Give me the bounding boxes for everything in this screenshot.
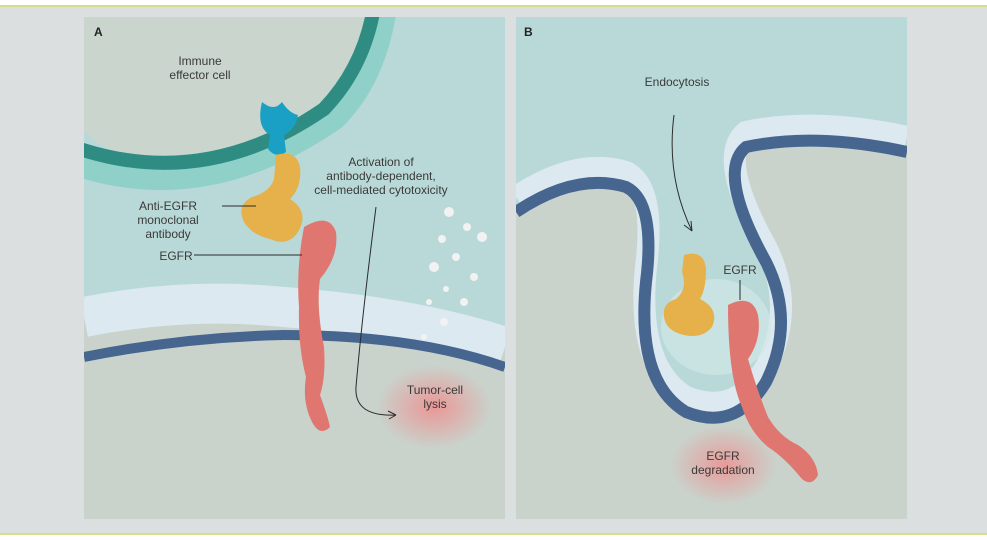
activation-arrowhead <box>387 410 397 420</box>
panel-b: B Endocytosis EGFR EGFR degradation <box>516 17 907 519</box>
lysis-label: Tumor-cell lysis <box>406 383 464 411</box>
tumor-cell-membrane <box>84 329 505 372</box>
egfr-receptor <box>298 220 337 431</box>
degradation-glow <box>670 425 778 505</box>
anti-egfr-antibody <box>241 153 303 242</box>
panel-a-letter: A <box>94 25 103 39</box>
immune-cell-membrane <box>84 17 380 170</box>
egfr-label-b: EGFR <box>723 263 757 277</box>
panel-a: A Immune effector cell Activation of ant… <box>84 17 505 519</box>
tumor-membrane-b <box>516 134 907 424</box>
anti-egfr-antibody-b <box>663 253 715 336</box>
tumor-cytoplasm-b <box>516 135 907 519</box>
panel-b-illustration <box>516 17 907 519</box>
activation-arrow <box>355 206 397 416</box>
endocytosis-label: Endocytosis <box>644 75 710 89</box>
top-frame-line <box>0 5 987 7</box>
endocytosis-arrow <box>671 114 693 232</box>
activation-label: Activation of antibody-dependent, cell-m… <box>314 155 448 197</box>
lysis-glow <box>376 365 492 449</box>
immune-cell-outer-membrane <box>84 17 396 190</box>
endocytosis-arrowhead <box>683 220 693 232</box>
egfr-label-a: EGFR <box>159 249 193 263</box>
bottom-frame-line <box>0 533 987 535</box>
immune-cell-label: Immune effector cell <box>169 54 231 82</box>
tumor-cell-cytoplasm <box>84 303 505 519</box>
egfr-receptor-b <box>728 300 818 483</box>
tumor-membrane-outer <box>84 283 505 366</box>
cell-debris <box>421 207 487 340</box>
panel-a-illustration <box>84 17 505 519</box>
antibody-label: Anti-EGFR monoclonal antibody <box>137 199 199 241</box>
panel-b-letter: B <box>524 25 533 39</box>
degradation-label: EGFR degradation <box>691 449 755 477</box>
fc-receptor <box>260 102 298 155</box>
